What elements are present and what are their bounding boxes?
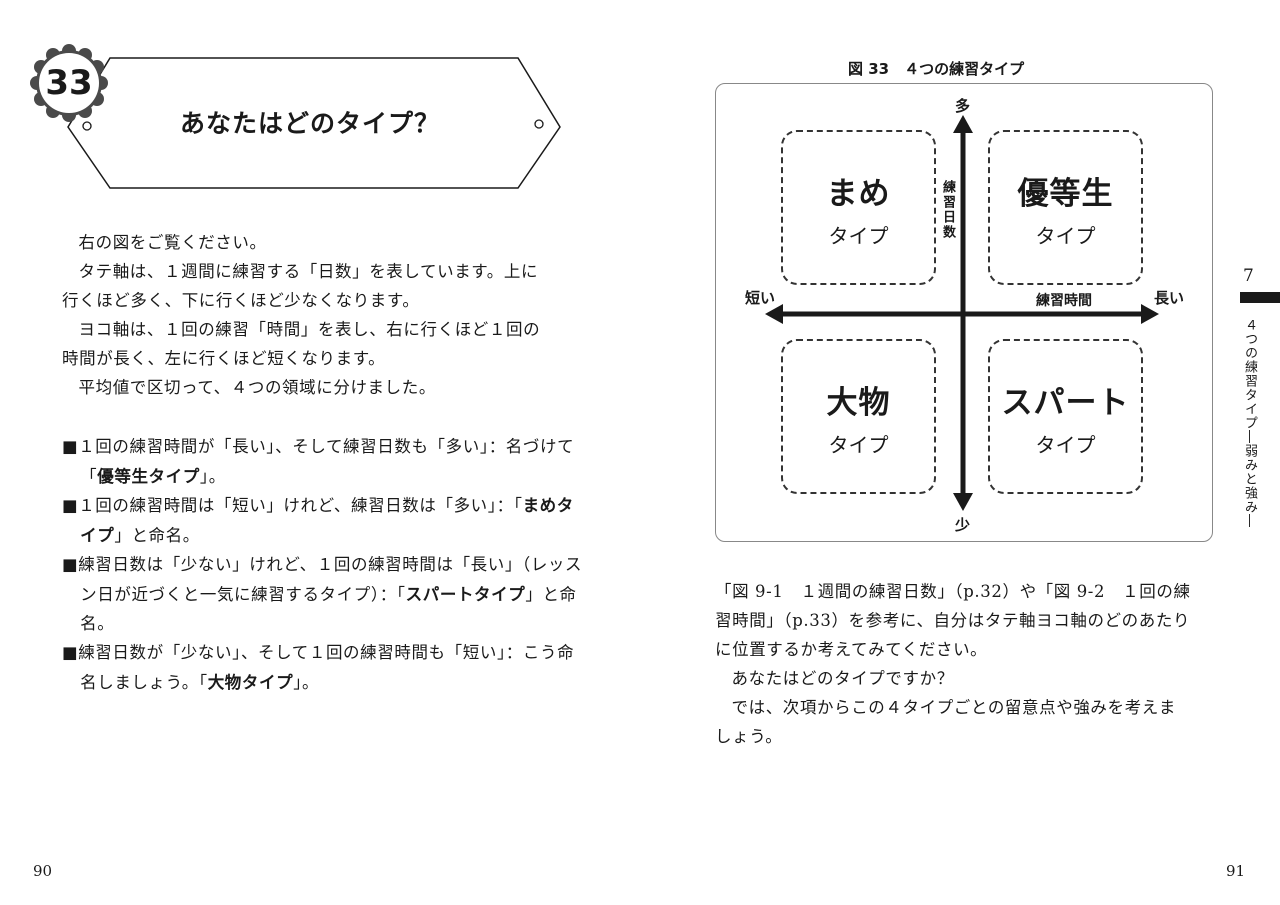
page-number-left: 90 <box>33 862 53 880</box>
paragraph: 「図 9-1 １週間の練習日数」（p.32）や「図 9-2 １回の練 <box>715 582 1191 601</box>
axes <box>715 83 1213 546</box>
list-item: ■１回の練習時間は「短い」けれど、練習日数は「多い」：「まめタイプ」と命名。 <box>62 496 574 545</box>
paragraph: 時間が長く、左に行くほど短くなります。 <box>62 349 386 368</box>
list-item: ■練習日数は「少ない」けれど、１回の練習時間は「長い」（レッスン日が近づくと一気… <box>62 555 583 633</box>
arrow-down-icon <box>953 493 973 511</box>
quadrant-type: タイプ <box>828 224 889 248</box>
quadrant-type: タイプ <box>1035 224 1096 248</box>
section-number: 33 <box>45 63 93 103</box>
scalloped-badge-icon <box>30 44 108 122</box>
paragraph: では、次項からこの４タイプごとの留意点や強みを考えま <box>731 698 1176 717</box>
quadrant-name: スパート <box>1001 385 1130 421</box>
y-axis-bottom-label: 少 <box>955 516 971 534</box>
y-axis-title: 練習日数 <box>940 180 955 240</box>
x-axis-title: 練習時間 <box>1036 293 1092 309</box>
section-title: あなたはどのタイプ？ <box>179 109 440 138</box>
figure-caption: 図 33 ４つの練習タイプ <box>848 60 1025 78</box>
quadrant-type: タイプ <box>1035 433 1096 457</box>
quadrant-name: 大物 <box>826 385 891 421</box>
quadrant-name: 優等生 <box>1017 176 1114 212</box>
arrow-left-icon <box>765 304 783 324</box>
paragraph: タテ軸は、１週間に練習する「日数」を表しています。上に <box>78 262 539 281</box>
paragraph: に位置するか考えてみてください。 <box>715 640 988 659</box>
chapter-number: 7 <box>1243 266 1254 286</box>
figure-frame <box>715 83 1213 542</box>
list-item: ■１回の練習時間が「長い」、そして練習日数も「多い」：名づけて「優等生タイプ」。 <box>62 437 575 486</box>
section-banner <box>40 40 570 200</box>
arrow-up-icon <box>953 115 973 133</box>
x-axis-left-label: 短い <box>745 289 776 307</box>
paragraph: あなたはどのタイプですか？ <box>731 669 954 688</box>
paragraph: 習時間」（p.33）を参考に、自分はタテ軸ヨコ軸のどのあたり <box>715 611 1191 630</box>
chapter-title: ４つの練習タイプ―弱みと強み― <box>1242 318 1257 528</box>
x-axis-right-label: 長い <box>1154 289 1185 307</box>
paragraph: 平均値で区切って、４つの領域に分けました。 <box>78 378 436 397</box>
paragraph: 行くほど多く、下に行くほど少なくなります。 <box>62 291 420 310</box>
arrow-right-icon <box>1141 304 1159 324</box>
paragraph: 右の図をご覧ください。 <box>78 233 267 252</box>
paragraph: しょう。 <box>715 727 783 746</box>
quadrant-oomono: 大物 タイプ <box>781 339 936 494</box>
page-number-right: 91 <box>1226 862 1246 880</box>
quadrant-type: タイプ <box>828 433 889 457</box>
quadrant-spurt: スパート タイプ <box>988 339 1143 494</box>
paragraph: ヨコ軸は、１回の練習「時間」を表し、右に行くほど１回の <box>78 320 541 339</box>
y-axis-top-label: 多 <box>955 97 971 115</box>
list-item: ■練習日数が「少ない」、そして１回の練習時間も「短い」：こう命名しましょう。「大… <box>62 643 575 692</box>
quadrant-name: まめ <box>826 176 891 212</box>
chapter-tab <box>1240 292 1280 303</box>
quadrant-yutousei: 優等生 タイプ <box>988 130 1143 285</box>
quadrant-mame: まめ タイプ <box>781 130 936 285</box>
